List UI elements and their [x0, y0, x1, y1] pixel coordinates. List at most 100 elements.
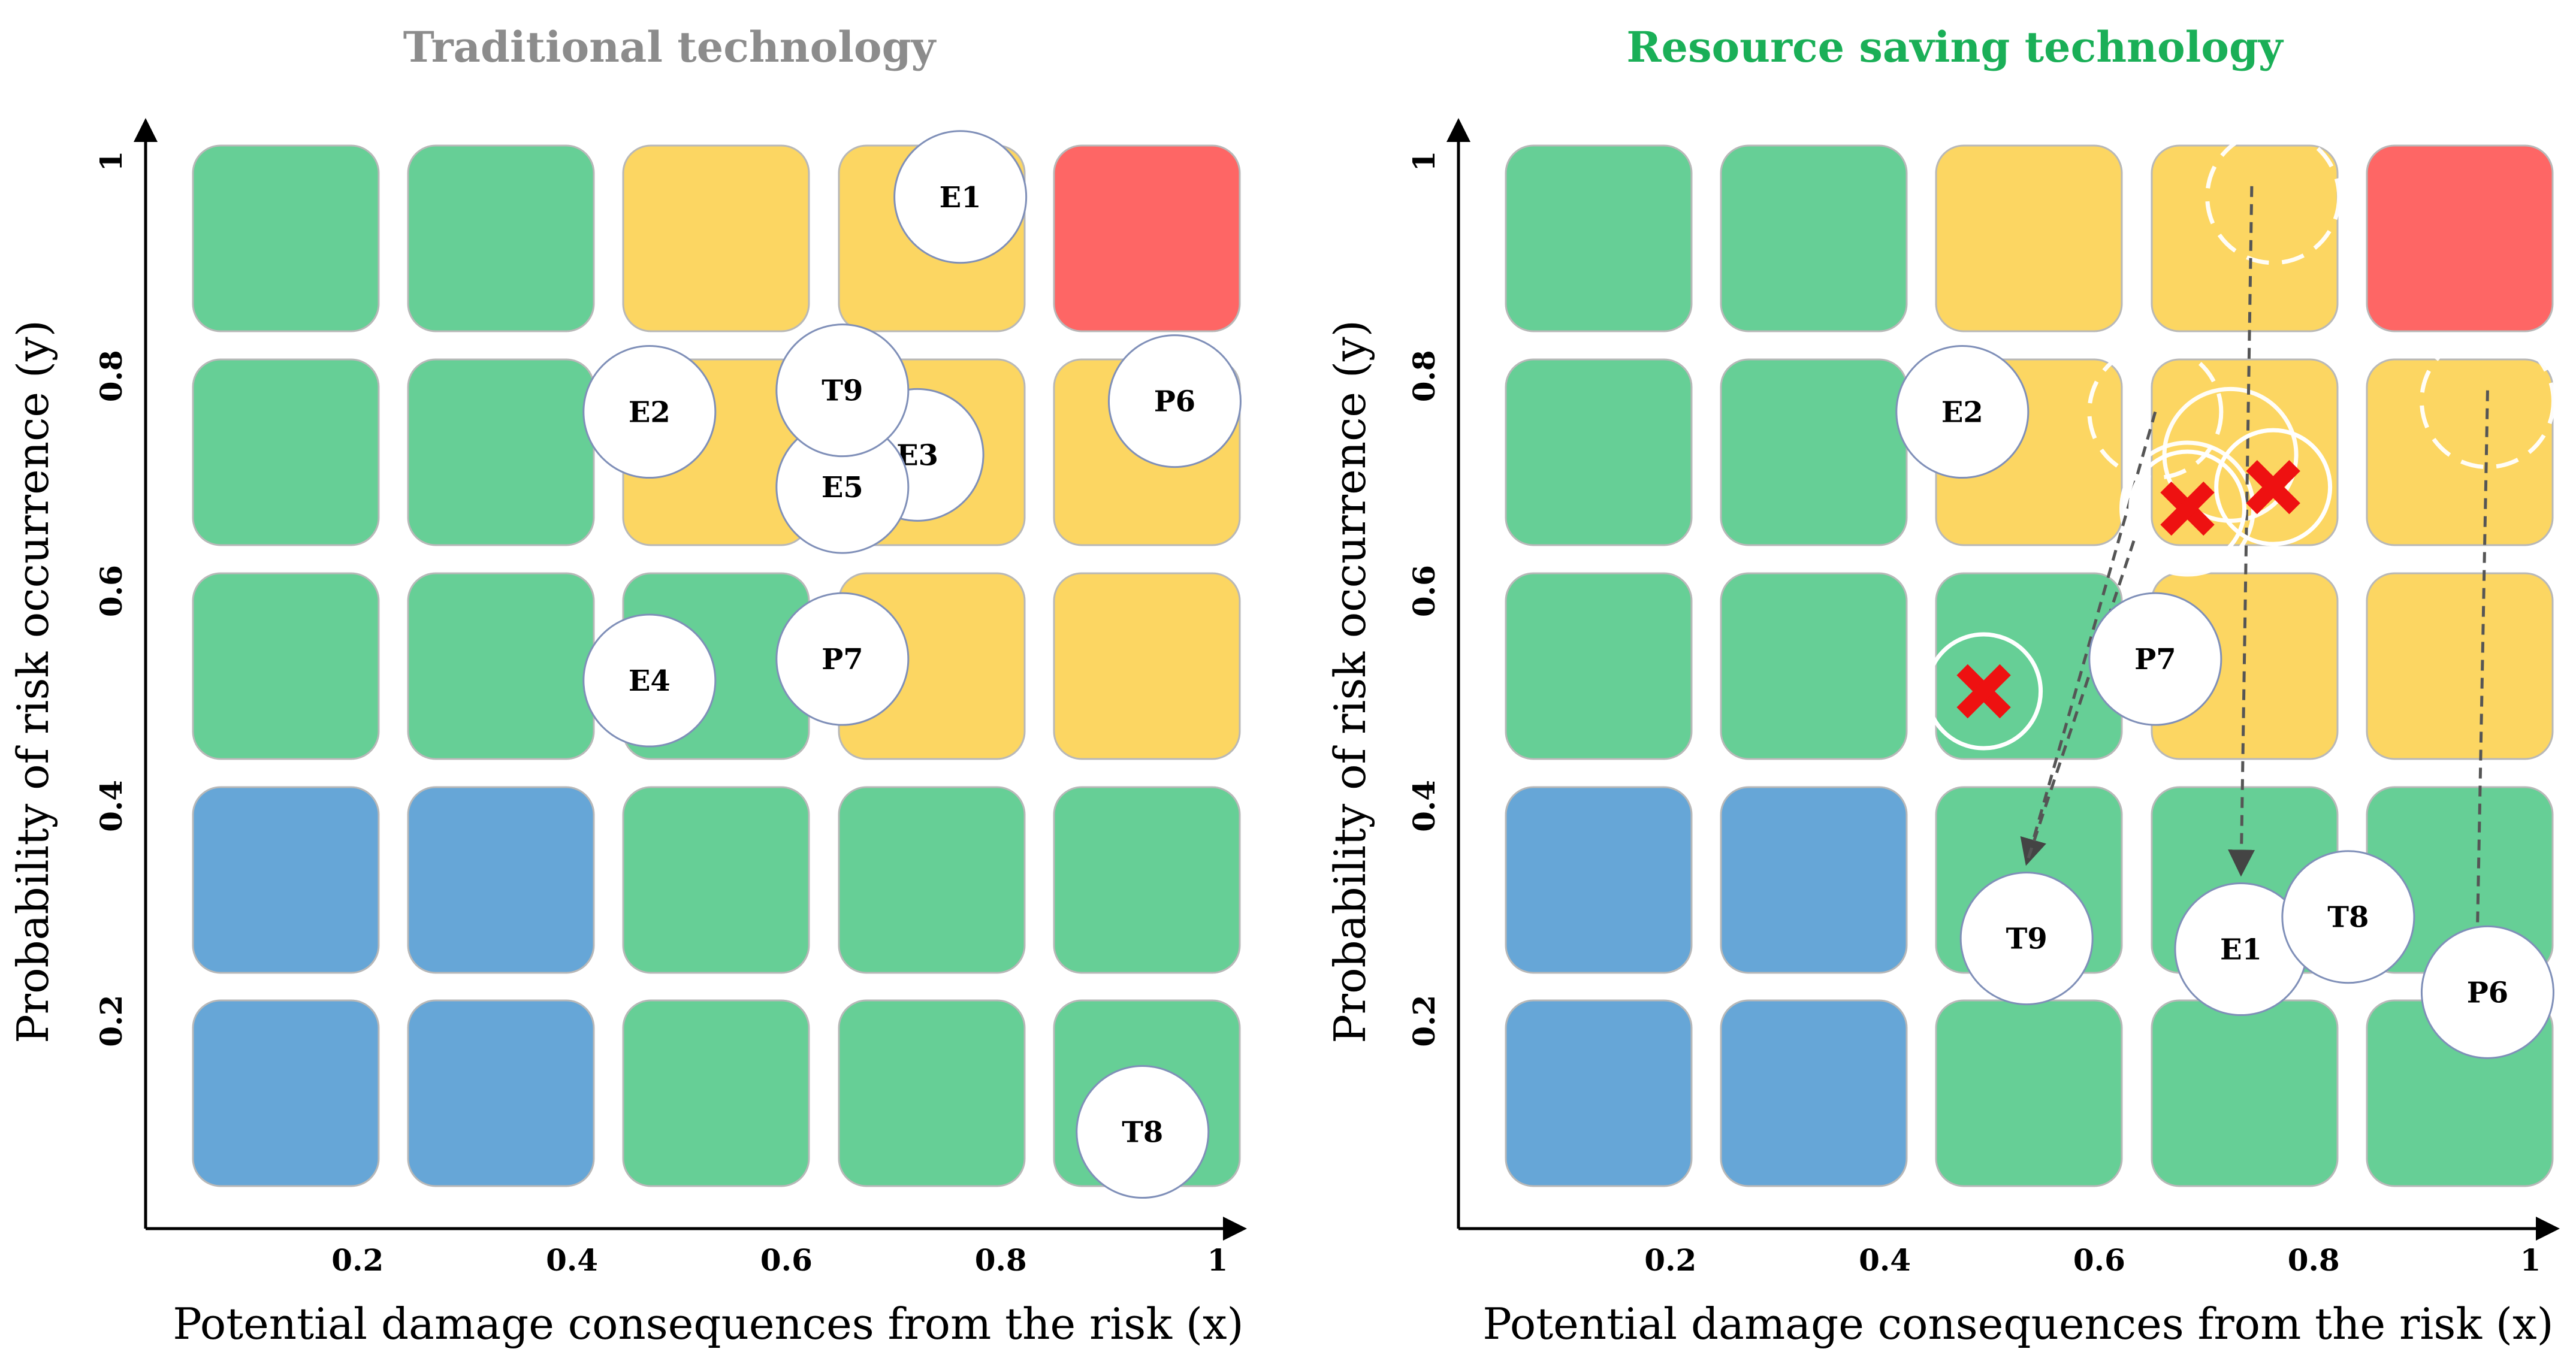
x-tick-label: 1 — [2520, 1242, 2541, 1278]
x-tick-label: 0.6 — [2073, 1242, 2125, 1278]
risk-cell-green — [1720, 358, 1908, 546]
risk-cell-green — [407, 358, 595, 546]
risk-cell-blue — [1720, 999, 1908, 1187]
former-position-circle — [2205, 129, 2342, 265]
x-tick-label: 0.2 — [331, 1242, 383, 1278]
risk-cell-blue — [192, 999, 380, 1187]
removed-risk-ring — [2214, 428, 2333, 546]
x-axis-label: Potential damage consequences from the r… — [1482, 1299, 2553, 1349]
cross-icon — [2160, 481, 2215, 536]
risk-cell-green — [1505, 144, 1693, 332]
y-tick-label: 1 — [93, 151, 129, 172]
panel-title: Resource saving technology — [1626, 22, 2284, 72]
risk-marker-circle — [1895, 345, 2030, 479]
former-position-circle — [2087, 344, 2224, 480]
risk-marker-t8: T8 — [1076, 1065, 1210, 1199]
move-arrow — [2025, 540, 2136, 864]
risk-marker-t9: T9 — [775, 323, 910, 458]
risk-cell-yellow — [1935, 144, 2123, 332]
risk-marker-label: P6 — [1154, 385, 1196, 419]
y-tick-label: 0.4 — [1406, 780, 1442, 832]
panel-resource-saving: Resource saving technology 0.2 0.4 0.6 0.8 1… — [1325, 22, 2560, 1349]
risk-cell-green — [838, 999, 1026, 1187]
risk-marker-label: P6 — [2467, 976, 2509, 1009]
risk-marker-e4: E4 — [582, 613, 717, 748]
y-tick-label: 0.2 — [93, 995, 129, 1047]
risk-cell-green — [1505, 358, 1693, 546]
y-tick-label: 0.6 — [93, 565, 129, 617]
panel-traditional: Traditional technology 0.2 0.4 0.6 0.8 1 0.2 0… — [8, 22, 1247, 1349]
risk-marker-e5: E5 — [775, 420, 910, 554]
risk-marker-label: T9 — [2006, 923, 2047, 956]
risk-marker-label: P7 — [822, 643, 863, 676]
risk-cells — [1505, 144, 2554, 1187]
risk-marker-circle — [893, 130, 1028, 264]
risk-marker-circle — [775, 323, 910, 458]
risk-marker-label: T9 — [822, 374, 863, 408]
risk-cell-green — [192, 572, 380, 760]
risk-marker-label: E1 — [2220, 933, 2262, 967]
risk-cell-green — [1505, 572, 1693, 760]
removed-risk-ring — [2128, 449, 2247, 568]
risk-marker-circle — [775, 592, 910, 726]
y-axis-label: Probability of risk occurrence (y) — [1325, 320, 1375, 1044]
risk-marker-label: T8 — [2327, 901, 2369, 934]
removed-risk-cross — [2214, 428, 2333, 546]
x-tick-label: 0.8 — [975, 1242, 1027, 1278]
risk-cell-red — [2366, 144, 2554, 332]
x-tick-label: 0.2 — [1644, 1242, 1696, 1278]
risk-marker-p6: P6 — [2420, 925, 2554, 1059]
risk-marker-label: E2 — [629, 396, 671, 430]
risk-cell-green — [1720, 572, 1908, 760]
y-tick-label: 0.8 — [1406, 350, 1442, 402]
cross-icon — [1956, 664, 2011, 719]
risk-marker-circle — [582, 345, 717, 479]
risk-cell-green — [192, 144, 380, 332]
risk-cells — [192, 144, 1241, 1187]
risk-cell-blue — [1505, 999, 1693, 1187]
risk-cell-green — [1053, 786, 1241, 974]
risk-cell-green — [1935, 999, 2123, 1187]
y-tick-label: 0.8 — [93, 350, 129, 402]
risk-cell-yellow — [1053, 572, 1241, 760]
risk-cell-green — [407, 144, 595, 332]
risk-marker-circle — [2088, 592, 2222, 726]
risk-cell-blue — [192, 786, 380, 974]
risk-marker-label: E1 — [940, 181, 982, 214]
risk-cell-blue — [407, 999, 595, 1187]
risk-marker-e2: E2 — [582, 345, 717, 479]
panel-title: Traditional technology — [403, 22, 937, 72]
x-tick-label: 0.6 — [760, 1242, 813, 1278]
risk-cell-green — [407, 572, 595, 760]
risk-marker-label: E2 — [1941, 396, 1983, 430]
risk-cell-blue — [1720, 786, 1908, 974]
risk-marker-circle — [582, 613, 717, 748]
x-axis-label: Potential damage consequences from the r… — [173, 1299, 1243, 1349]
risk-marker-e2: E2 — [1895, 345, 2030, 479]
removed-risk-cross — [2128, 449, 2247, 568]
risk-marker-e1: E1 — [893, 130, 1028, 264]
y-tick-label: 0.4 — [93, 780, 129, 832]
risk-marker-circle — [2420, 925, 2554, 1059]
x-tick-label: 0.8 — [2288, 1242, 2340, 1278]
risk-marker-label: E4 — [629, 664, 671, 698]
move-arrow — [2228, 186, 2255, 877]
risk-marker-t8: T8 — [2281, 850, 2415, 984]
risk-cell-red — [1053, 144, 1241, 332]
removed-risk-ring — [1925, 632, 2043, 751]
risk-marker-circle — [1076, 1065, 1210, 1199]
x-tick-label: 1 — [1207, 1242, 1228, 1278]
y-tick-label: 0.2 — [1406, 995, 1442, 1047]
former-position-circle — [2419, 333, 2556, 470]
risk-marker-p7: P7 — [2088, 592, 2222, 726]
risk-marker-label: T8 — [1122, 1116, 1163, 1150]
risk-cell-green — [622, 999, 810, 1187]
risk-cell-yellow — [2366, 572, 2554, 760]
move-arrow — [2463, 390, 2491, 963]
risk-marker-t9: T9 — [1959, 872, 2094, 1006]
